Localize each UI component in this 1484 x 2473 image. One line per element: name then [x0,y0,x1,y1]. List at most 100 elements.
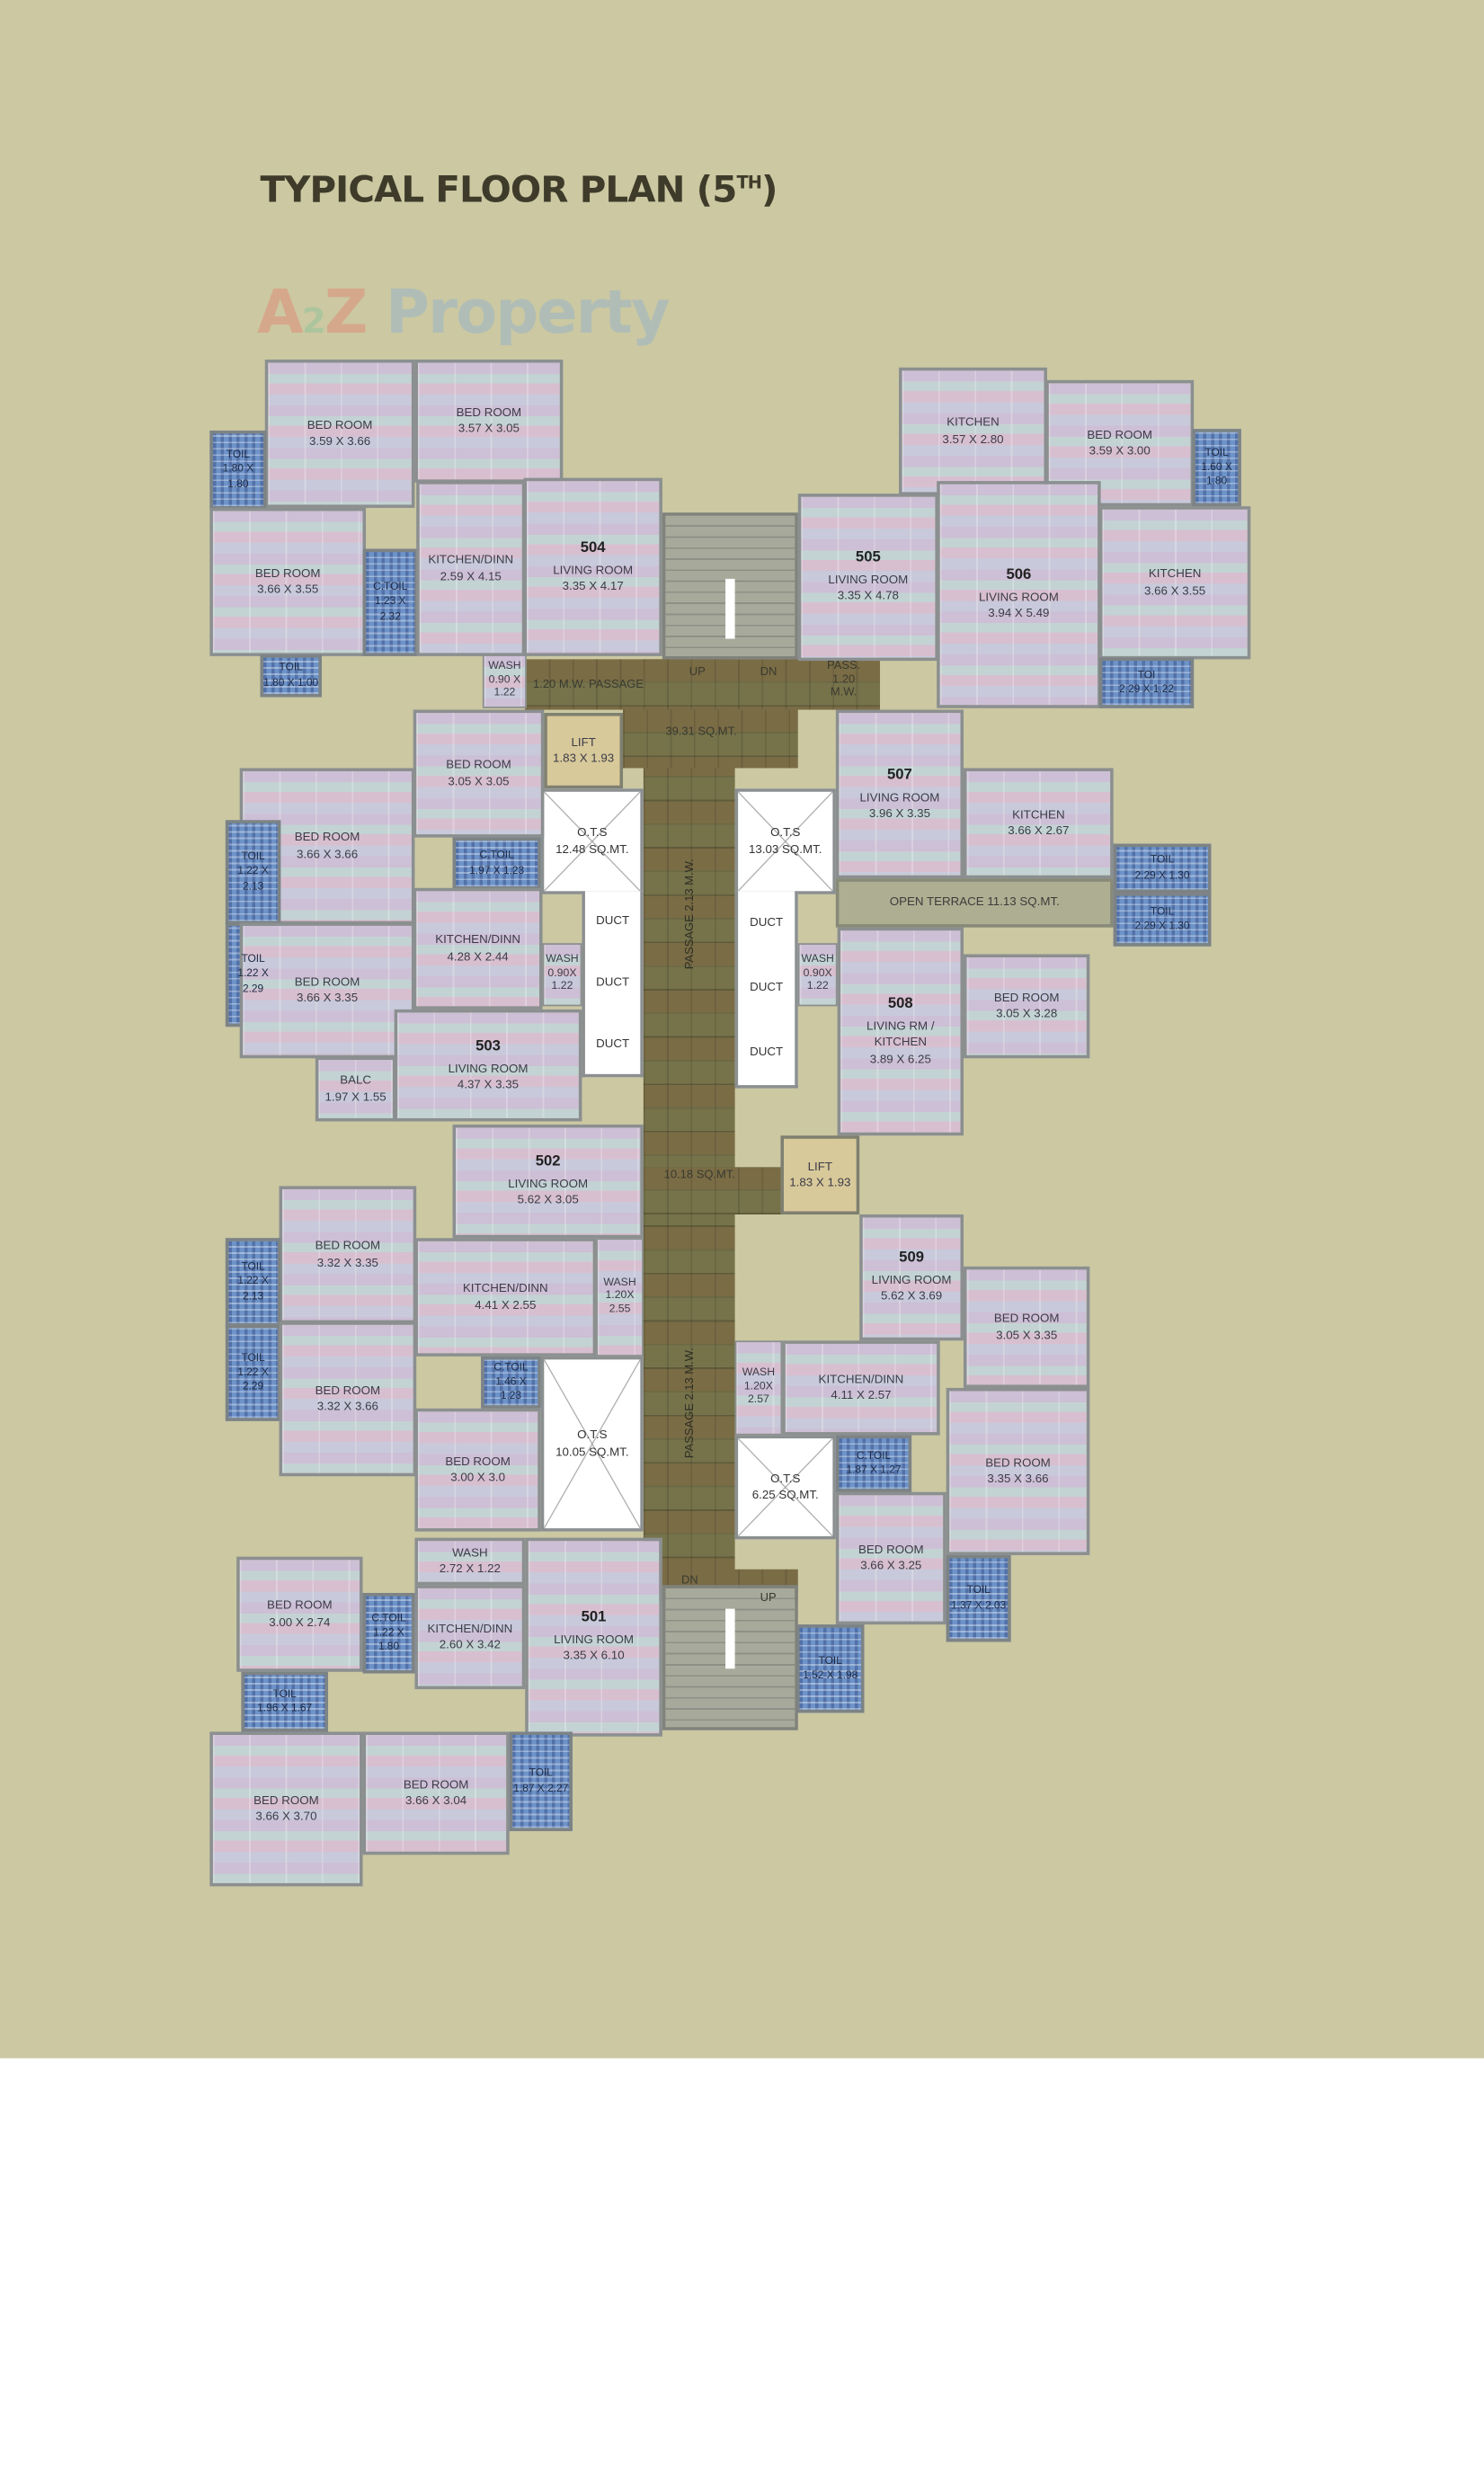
room-name: WASH [488,661,521,673]
room-name: LIVING ROOM [448,1061,529,1075]
label-pass-right: PASS. 1.20 M.W. [827,657,861,699]
unit-number: 507 [887,766,912,784]
room-size: 3.66 X 2.67 [1008,823,1070,838]
room-size: 3.66 X 3.70 [255,1809,317,1824]
room-size: 3.35 X 4.17 [562,578,624,593]
room-name: TOIL [1150,855,1175,867]
unit-number: 504 [580,538,606,557]
room-size: 3.66 X 3.66 [296,846,359,861]
label-passage-vertical: PASSAGE 2.13 M.W. [681,858,697,970]
room-name: BED ROOM [985,1454,1051,1470]
label-up: UP [689,663,706,679]
label-up: UP [760,1589,777,1605]
room-name: WASH [603,1277,636,1289]
room-size: 1.20X 2.57 [743,1381,773,1406]
room-name: BED ROOM [445,1454,511,1469]
label-passage-vertical: PASSAGE 2.13 M.W. [681,1348,697,1459]
ots-label: O.T.S [770,825,801,840]
room-name: TOI [1137,670,1156,681]
label-passage-top: 1.20 M.W. PASSAGE [533,676,644,691]
room-size: 5.62 X 3.05 [517,1193,579,1207]
room-size: 1.23 X 2.32 [374,596,406,623]
toilet: C.TOIL 1.23 X 2.32 [362,548,418,656]
room-name: C.TOIL [493,1362,529,1374]
room-name: BED ROOM [993,1311,1060,1326]
room-name: TOIL [818,1655,842,1668]
room-name: KITCHEN/DINN [818,1371,904,1386]
label-lobby-area: 10.18 SQ.MT. [663,1167,735,1182]
room-size: 3.59 X 3.66 [308,433,371,449]
room-name: BED ROOM [403,1776,469,1792]
room-size: 1.97 X 1.23 [469,865,525,876]
room-size: 3.35 X 6.10 [563,1649,625,1663]
room-name: BED ROOM [315,1238,381,1253]
watermark-2: 2 [301,302,326,342]
title-text: TYPICAL FLOOR PLAN (5 [260,170,737,212]
room-size: 4.11 X 2.57 [831,1387,892,1402]
room-name: TOIL [241,1262,265,1274]
room-name: KITCHEN [946,414,1000,430]
room-name: LIVING ROOM [871,1273,952,1287]
room-size: 1.22 X 2.13 [237,866,269,893]
room-name: KITCHEN/DINN [428,552,514,567]
room-size: 1.37 X 2.03 [951,1599,1007,1612]
room-size: 3.00 X 3.0 [450,1470,505,1484]
unit-number: 501 [581,1609,607,1627]
room-size: 4.28 X 2.44 [447,948,509,964]
room-name: LIVING ROOM [553,562,634,577]
room-name: LIVING ROOM [828,573,909,587]
ots-label: O.T.S [577,825,608,840]
title-superscript: TH [736,172,762,193]
room-name: BED ROOM [456,405,522,420]
unit-number: 502 [535,1153,561,1171]
room-name: TOIL [529,1768,553,1780]
room-size: 5.62 X 3.69 [880,1289,943,1303]
room-name: BED ROOM [294,974,360,989]
room-name: C.TOIL [373,582,408,594]
passage-floor [643,659,735,1590]
room-size: 1.46 X 1.23 [495,1376,527,1402]
room-size: 3.32 X 3.66 [316,1399,378,1414]
room-name: WASH [801,955,834,966]
watermark-z: Z [324,277,368,347]
unit-number: 505 [855,549,881,567]
room-size: 2.60 X 3.42 [439,1637,501,1651]
room-size: 3.66 X 3.25 [860,1558,922,1573]
room-name: TOIL [966,1585,991,1597]
room-name: BALC [340,1072,372,1088]
room-name: TOIL [226,449,251,461]
room-name: WASH [546,955,579,966]
stair-well [725,1608,735,1669]
room-size: 4.37 X 3.35 [457,1077,520,1091]
room-size: 1.97 X 1.55 [324,1089,387,1104]
stair-well [725,578,735,639]
unit-number: 509 [899,1250,924,1268]
